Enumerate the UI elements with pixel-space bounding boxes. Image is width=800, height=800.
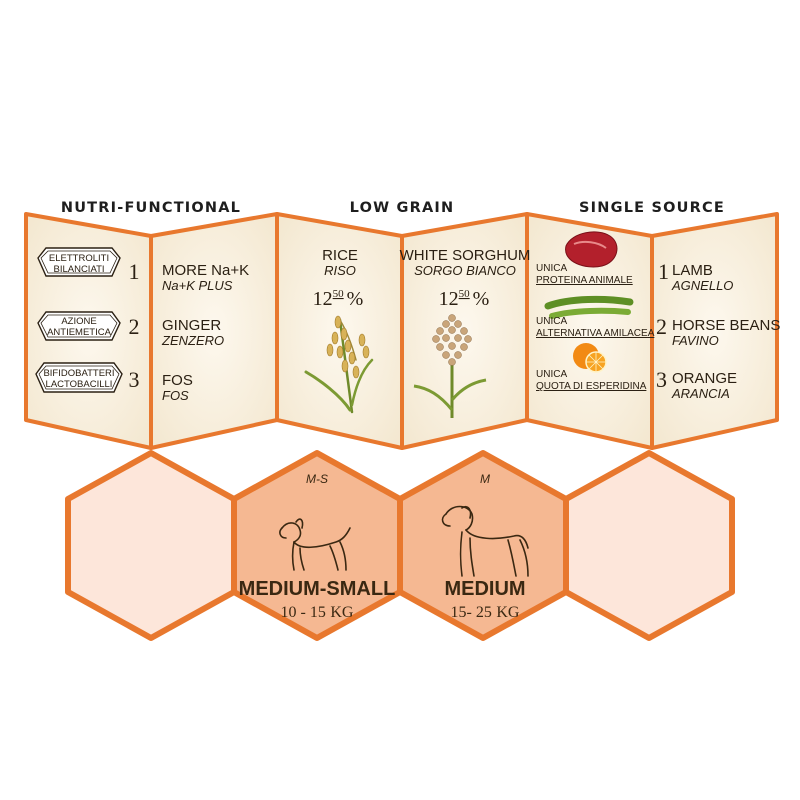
nutri-title-2: GINGER [162, 317, 221, 334]
nutri-subtitle-1: Na+K PLUS [162, 278, 233, 293]
pct-decimal: 50 [333, 288, 345, 300]
size-hexagons [65, 450, 735, 641]
pct-sign: % [473, 288, 490, 310]
size-code-ms: M-S [306, 472, 328, 486]
single-number-2: 2 [656, 314, 667, 339]
nutri-title-1: MORE Na+K [162, 262, 249, 279]
single-number-3: 3 [656, 367, 667, 392]
pct-decimal: 50 [459, 288, 471, 300]
hex-empty-right [563, 450, 735, 641]
size-code-m: M [480, 472, 490, 486]
section-header-single-source: SINGLE SOURCE [579, 200, 725, 216]
grain-percent-rice: 1250% [313, 288, 364, 310]
nutri-number-2: 2 [129, 314, 140, 339]
nutri-subtitle-2: ZENZERO [161, 333, 224, 348]
single-label1-2: UNICA [536, 316, 567, 327]
nutri-number-3: 3 [129, 367, 140, 392]
grain-percent-sorghum: 1250% [439, 288, 490, 310]
nutri-title-3: FOS [162, 372, 193, 389]
grain-subtitle-rice: RISO [324, 263, 356, 278]
pct-sign: % [347, 288, 364, 310]
single-label2-1: PROTEINA ANIMALE [536, 275, 633, 286]
section-header-nutri-functional: NUTRI-FUNCTIONAL [61, 200, 241, 216]
size-name-m: MEDIUM [444, 578, 525, 600]
nutri-number-1: 1 [129, 259, 140, 284]
size-name-ms: MEDIUM-SMALL [239, 578, 396, 600]
single-label2-3: QUOTA DI ESPERIDINA [536, 381, 647, 392]
sorghum-plant-icon [413, 314, 487, 418]
badge-line1: BIFIDOBATTERI [43, 368, 114, 379]
single-label2-2: ALTERNATIVA AMILACEA [536, 328, 655, 339]
weight-unit: KG [330, 604, 354, 621]
grain-title-sorghum: WHITE SORGHUM [400, 247, 531, 264]
panel-6 [650, 212, 779, 450]
nutri-subtitle-3: FOS [162, 388, 189, 403]
single-title-2: HORSE BEANS [672, 317, 780, 334]
section-header-low-grain: LOW GRAIN [350, 200, 455, 216]
single-subtitle-1: AGNELLO [671, 278, 733, 293]
badge-line2: BILANCIATI [53, 264, 104, 275]
single-title-1: LAMB [672, 262, 713, 279]
small-dog-icon [279, 518, 351, 571]
single-number-1: 1 [658, 259, 669, 284]
medium-dog-icon [441, 505, 529, 577]
nutri-badge-1: ELETTROLITI BILANCIATI [37, 247, 121, 277]
orange-icon [573, 343, 607, 373]
single-subtitle-3: ARANCIA [671, 386, 730, 401]
single-title-3: ORANGE [672, 370, 737, 387]
weight-value: 10 - 15 [281, 604, 326, 621]
nutri-badge-2: AZIONE ANTIEMETICA [37, 311, 121, 341]
badge-line1: AZIONE [61, 316, 96, 327]
weight-value: 15- 25 [451, 604, 492, 621]
badge-line1: ELETTROLITI [49, 253, 109, 264]
meat-icon [565, 231, 618, 268]
badge-line2: LACTOBACILLI [46, 379, 113, 390]
rice-plant-icon [304, 315, 374, 414]
single-subtitle-2: FAVINO [672, 333, 719, 348]
size-weight-m: 15- 25 KG [451, 604, 520, 621]
grain-subtitle-sorghum: SORGO BIANCO [414, 263, 516, 278]
weight-unit: KG [496, 604, 520, 621]
single-label1-1: UNICA [536, 263, 567, 274]
size-weight-ms: 10 - 15 KG [281, 604, 354, 621]
pct-int: 12 [439, 288, 459, 310]
pct-int: 12 [313, 288, 333, 310]
grain-title-rice: RICE [322, 247, 358, 264]
single-label1-3: UNICA [536, 369, 567, 380]
beans-icon [544, 295, 634, 319]
hex-empty-left [65, 450, 237, 641]
badge-line2: ANTIEMETICA [47, 327, 112, 338]
nutri-badge-3: BIFIDOBATTERI LACTOBACILLI [35, 362, 123, 393]
